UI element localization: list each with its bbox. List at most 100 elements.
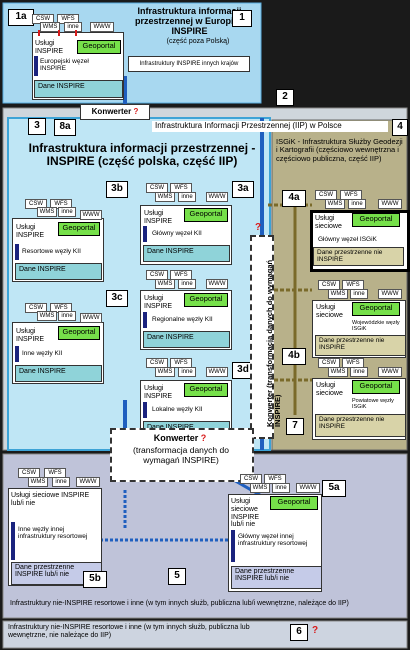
glowny-isgik-label: Główny węzeł ISGiK — [318, 236, 377, 243]
badge-4: 4 — [392, 119, 408, 136]
dane-bottom-right: Dane przestrzenne INSPIRE lub/i nie — [231, 566, 322, 589]
wms-tag: WMS — [28, 477, 48, 487]
uslugi-label: Usługi INSPIRE — [16, 224, 45, 239]
uslugi-sieciowe: Usługi sieciowe — [316, 382, 343, 397]
inne-wezly-resortowe: Inne węzły innej infrastruktury resortow… — [18, 526, 88, 541]
question-mark: ? — [312, 625, 319, 636]
inne-wezly-label: Inne węzły KII — [22, 350, 63, 357]
wms-tag: WMS — [250, 483, 270, 493]
dane-inspire: Dane INSPIRE — [15, 263, 102, 280]
uslugi-label: Usługi INSPIRE — [144, 295, 173, 310]
konwerter-top: Konwerter ? — [80, 104, 150, 120]
badge-4b: 4b — [282, 348, 306, 365]
geoportal-badge[interactable]: Geoportal — [184, 293, 228, 307]
lokalne-label: Lokalne węzły KII — [152, 406, 203, 413]
inne-tag: inne — [178, 367, 196, 377]
wms-tag: WMS — [37, 207, 57, 217]
geoportal-badge[interactable]: Geoportal — [352, 213, 400, 227]
europe-uslugi: Usługi INSPIRE — [35, 40, 64, 55]
resortowe-label: Resortowe węzły KII — [22, 248, 81, 255]
www-tag: WWW — [378, 367, 402, 377]
wms-tag: WMS — [37, 311, 57, 321]
isgik-title: ISGiK - Infrastruktura Służby Geodezji i… — [276, 137, 403, 163]
wms-tag: WMS — [328, 289, 348, 299]
europe-title: Infrastruktura informacji przestrzennej … — [134, 6, 245, 37]
geoportal-badge[interactable]: Geoportal — [352, 380, 400, 394]
www-tag: WWW — [378, 199, 402, 209]
www-tag: WWW — [206, 279, 228, 289]
www-tag: WWW — [206, 367, 228, 377]
uslugi-sieciowe: Usługi sieciowe — [316, 304, 343, 319]
badge-7: 7 — [286, 418, 304, 435]
dane-nie-inspire: Dane przestrzenne nie INSPIRE — [315, 335, 406, 356]
geoportal-badge[interactable]: Geoportal — [184, 383, 228, 397]
dane-nie-inspire: Dane przestrzenne nie INSPIRE — [315, 414, 406, 437]
geoportal-badge[interactable]: Geoportal — [77, 40, 121, 54]
uslugi-bottom-left: Usługi sieciowe INSPIRE lub/i nie — [11, 492, 90, 507]
geoportal-badge[interactable]: Geoportal — [58, 326, 100, 340]
pow-label: Powiatowe węzły ISGiK — [352, 398, 394, 411]
uslugi-label: Usługi INSPIRE — [144, 210, 173, 225]
dane-inspire: Dane INSPIRE — [15, 365, 102, 382]
www-tag: WWW — [90, 22, 114, 32]
badge-6: 6 — [290, 624, 308, 641]
badge-1a: 1a — [8, 9, 34, 26]
inne-tag: inne — [58, 311, 76, 321]
konwerter-vertical: Konwerter (transformacja danych do wymag… — [250, 235, 282, 439]
badge-4a: 4a — [282, 190, 306, 207]
glowny-resortowy: Główny węzeł innej infrastruktury resort… — [238, 533, 308, 548]
inne-tag: inne — [52, 477, 70, 487]
label-5: Infrastruktury nie-INSPIRE resortowe i i… — [10, 600, 349, 607]
badge-3a: 3a — [232, 181, 254, 198]
inne-tag: inne — [178, 279, 196, 289]
konwerter-mid: Konwerter ? (transformacja danych do wym… — [110, 428, 254, 482]
inne-tag: inne — [178, 192, 196, 202]
uslugi-bottom-right: Usługi sieciowe INSPIRE lub/i nie — [231, 498, 260, 529]
badge-3d: 3d — [232, 362, 254, 379]
dane-inspire: Dane INSPIRE — [143, 245, 230, 262]
inne-tag: inne — [348, 199, 366, 209]
www-tag: WWW — [378, 289, 402, 299]
inne-tag: inne — [350, 289, 368, 299]
csw-tag: CSW — [25, 303, 47, 313]
label-6: Infrastruktury nie-INSPIRE resortowe i i… — [8, 624, 250, 639]
geoportal-badge[interactable]: Geoportal — [352, 302, 400, 316]
badge-8a: 8a — [54, 119, 76, 136]
outside-iip-region — [2, 620, 408, 649]
other-countries-box: Infrastruktury INSPIRE innych krajów — [128, 56, 250, 72]
inne-tag: inne — [272, 483, 290, 493]
www-tag: WWW — [80, 210, 102, 220]
europe-dane: Dane INSPIRE — [34, 80, 123, 98]
csw-tag: CSW — [25, 199, 47, 209]
geoportal-badge[interactable]: Geoportal — [184, 208, 228, 222]
uslugi-sieciowe: Usługi sieciowe — [315, 215, 342, 230]
geoportal-badge[interactable]: Geoportal — [58, 222, 100, 236]
europe-node-label: Europejski węzeł INSPIRE — [40, 58, 89, 73]
wms-tag: WMS — [325, 199, 345, 209]
badge-1: 1 — [232, 10, 252, 27]
geoportal-badge[interactable]: Geoportal — [270, 496, 318, 510]
woj-label: Wojewódzkie węzły ISGiK — [352, 320, 400, 333]
www-tag: WWW — [206, 192, 228, 202]
inne-tag: inne — [64, 22, 82, 32]
inne-tag: inne — [350, 367, 368, 377]
wms-tag: WMS — [328, 367, 348, 377]
inspire-pl-title: Infrastruktura informacji przestrzennej … — [28, 141, 256, 169]
dane-bottom-left: Dane przestrzenne INSPIRE lub/i nie — [11, 562, 102, 585]
badge-5a: 5a — [322, 480, 346, 497]
www-tag: WWW — [80, 313, 102, 323]
iip-title: Infrastruktura Informacji Przestrzennej … — [152, 121, 388, 132]
dane-nie-inspire: Dane przestrzenne nie INSPIRE — [313, 247, 404, 266]
badge-3: 3 — [28, 118, 46, 135]
badge-3b: 3b — [106, 181, 128, 198]
uslugi-label: Usługi INSPIRE — [144, 385, 173, 400]
europe-subtitle: (część poza Polską) — [166, 38, 230, 45]
wms-tag: WMS — [155, 192, 175, 202]
uslugi-label: Usługi INSPIRE — [16, 328, 45, 343]
wms-tag: WMS — [40, 22, 60, 32]
regionalne-label: Regionalne węzły KII — [152, 316, 213, 323]
inne-tag: inne — [58, 207, 76, 217]
question-mark: ? — [255, 222, 262, 233]
wms-tag: WMS — [155, 279, 175, 289]
badge-5b: 5b — [83, 571, 107, 588]
